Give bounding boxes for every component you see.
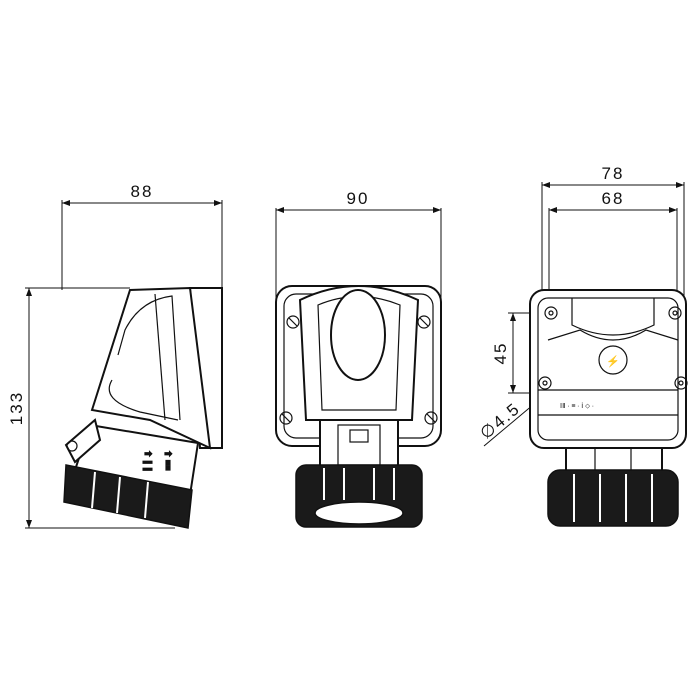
side-height-dimension: 133 <box>7 287 175 529</box>
back-overall-width-label: 78 <box>602 164 625 183</box>
back-mounting-holes <box>538 306 688 390</box>
back-view: 78 68 45 ∅4.5 <box>476 164 688 527</box>
front-socket-neck <box>319 419 399 471</box>
front-width-label: 90 <box>347 189 370 208</box>
front-width-dimension: 90 <box>275 189 442 300</box>
back-hole-diameter-label: ∅4.5 <box>476 399 524 443</box>
back-vertical-spacing-dimension: 45 <box>491 312 552 394</box>
side-view: 88 133 ⇧ ∥ ∥ ⇧ ≡≡ <box>7 182 223 529</box>
back-overall-width-dimension: 78 <box>541 164 685 310</box>
side-lid-hinge <box>64 418 102 464</box>
svg-text:ⅠⅡ ∙ ≡ ∙ ⅰ ⬦ ∙: ⅠⅡ ∙ ≡ ∙ ⅰ ⬦ ∙ <box>560 403 594 410</box>
back-earth-symbol-icon <box>598 345 628 375</box>
svg-text:⚡: ⚡ <box>606 355 620 368</box>
svg-text:⇧ ≡≡: ⇧ ≡≡ <box>163 450 173 471</box>
back-vertical-spacing-label: 45 <box>491 342 510 365</box>
side-width-dimension: 88 <box>61 182 223 290</box>
front-view: 90 <box>275 189 442 528</box>
side-height-label: 133 <box>7 391 26 425</box>
front-lid-oval <box>330 289 386 381</box>
side-width-label: 88 <box>131 182 154 201</box>
front-screws <box>279 315 438 425</box>
back-hole-spacing-label: 68 <box>602 189 625 208</box>
svg-text:⇧ ∥ ∥: ⇧ ∥ ∥ <box>143 450 153 472</box>
side-housing <box>90 286 212 450</box>
side-threaded-ring <box>63 464 193 529</box>
back-threaded-ring <box>547 469 679 527</box>
